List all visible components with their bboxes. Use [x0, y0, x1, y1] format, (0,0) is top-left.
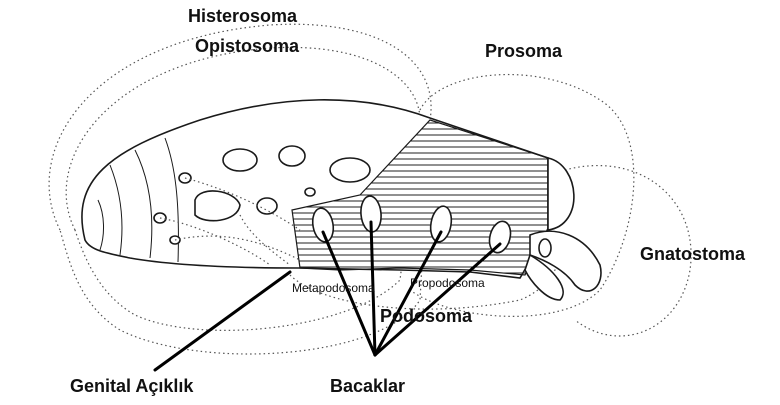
label-podosoma: Podosoma: [380, 306, 473, 326]
label-gnatostoma: Gnatostoma: [640, 244, 746, 264]
label-histerosoma: Histerosoma: [188, 6, 298, 26]
label-genital-aciklik: Genital Açıklık: [70, 376, 194, 396]
label-propodosoma: Propodosoma: [410, 276, 485, 290]
label-metapodosoma: Metapodosoma: [292, 281, 375, 295]
label-prosoma: Prosoma: [485, 41, 563, 61]
label-bacaklar: Bacaklar: [330, 376, 405, 396]
label-opistosoma: Opistosoma: [195, 36, 300, 56]
